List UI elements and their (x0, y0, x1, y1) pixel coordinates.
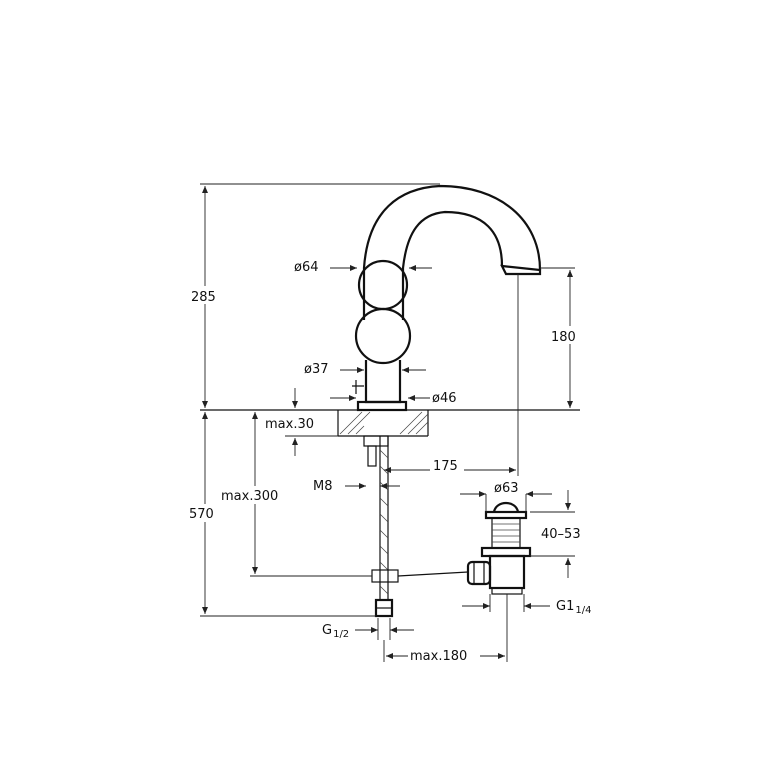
label-spout-reach: 175 (433, 459, 458, 474)
handle-sphere (357, 259, 409, 311)
label-rod-length: max.180 (410, 649, 467, 664)
label-handle-diameter: ø64 (294, 260, 319, 275)
label-waste-diameter: ø63 (494, 481, 519, 496)
label-inlet-thread: G1/2 (322, 623, 349, 640)
label-base-diameter: ø46 (432, 391, 457, 406)
label-body-diameter: ø37 (304, 362, 329, 377)
countertop (200, 409, 580, 437)
label-waste-range: 40–53 (541, 527, 581, 542)
label-height-spout: 180 (551, 330, 576, 345)
label-waste-thread: G11/4 (556, 599, 591, 616)
label-pipe-length: max.300 (221, 489, 278, 504)
inlet-thread-main: G (322, 623, 332, 638)
inlet-thread-fraction: 1/2 (333, 629, 349, 640)
label-deck-thickness: max.30 (265, 417, 314, 432)
dimension-lines (200, 183, 575, 662)
waste-thread-fraction: 1/4 (575, 605, 591, 616)
label-height-total: 285 (191, 290, 216, 305)
label-thread-stud: M8 (313, 479, 333, 494)
dimension-labels: 285 180 ø64 ø37 ø46 max.30 175 M8 max.30… (188, 260, 595, 664)
faucet-outline (352, 184, 542, 412)
waste-thread-main: G1 (556, 599, 574, 614)
waste-assembly (466, 501, 532, 595)
label-depth-total: 570 (189, 507, 214, 522)
